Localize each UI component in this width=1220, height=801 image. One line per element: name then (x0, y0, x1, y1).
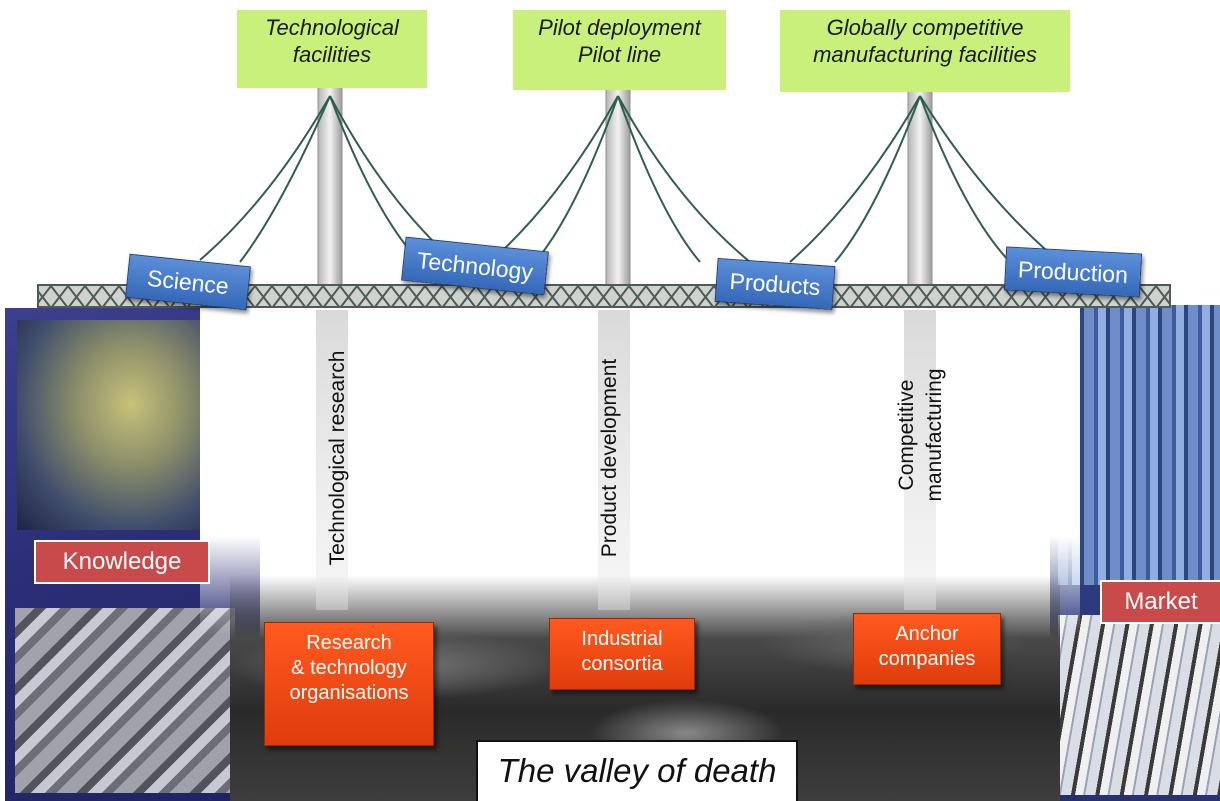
label-line: Technological (265, 15, 399, 40)
microchip-photo (15, 608, 235, 793)
technological-research-label: Technological research (326, 350, 349, 566)
knowledge-label: Knowledge (34, 540, 210, 584)
bridge-deck (37, 284, 1171, 308)
market-label: Market (1100, 580, 1220, 624)
business-city-photo (1058, 305, 1220, 585)
research-organisations-box: Research & technology organisations (264, 622, 434, 746)
label-line: Competitive (895, 379, 918, 491)
box-line: companies (878, 648, 976, 670)
pillar-3 (904, 310, 936, 610)
cleanroom-lab-photo (17, 320, 207, 530)
tower-2 (605, 84, 631, 291)
box-line: Industrial (581, 628, 663, 650)
technological-facilities-label: Technological facilities (237, 10, 427, 88)
valley-of-death-title: The valley of death (476, 740, 798, 801)
manufacturing-facilities-label: Globally competitive manufacturing facil… (780, 10, 1070, 92)
label-line: manufacturing (923, 368, 946, 502)
label-line: facilities (292, 42, 372, 67)
pillar-1 (316, 310, 348, 610)
box-line: consortia (581, 653, 663, 675)
financial-desk-photo (1058, 615, 1220, 795)
sign-products: Products (714, 257, 836, 311)
box-line: & technology (291, 657, 407, 679)
label-line: Pilot deployment (538, 15, 701, 40)
box-line: Anchor (895, 623, 959, 645)
box-line: Research (306, 632, 392, 654)
market-photo-panel (1050, 305, 1220, 801)
industrial-consortia-box: Industrial consortia (549, 618, 695, 690)
anchor-companies-box: Anchor companies (853, 613, 1001, 685)
label-line: Pilot line (577, 42, 662, 67)
product-development-label: Product development (598, 358, 621, 558)
pilot-line-label: Pilot deployment Pilot line (513, 10, 726, 90)
box-line: organisations (289, 682, 409, 704)
label-line: manufacturing facilities (813, 42, 1037, 67)
pillar-2 (598, 310, 630, 610)
competitive-manufacturing-label: Competitive manufacturing (893, 275, 953, 595)
label-line: Globally competitive (826, 15, 1024, 40)
suspension-cables (199, 95, 1061, 263)
sign-production: Production (1003, 246, 1143, 298)
